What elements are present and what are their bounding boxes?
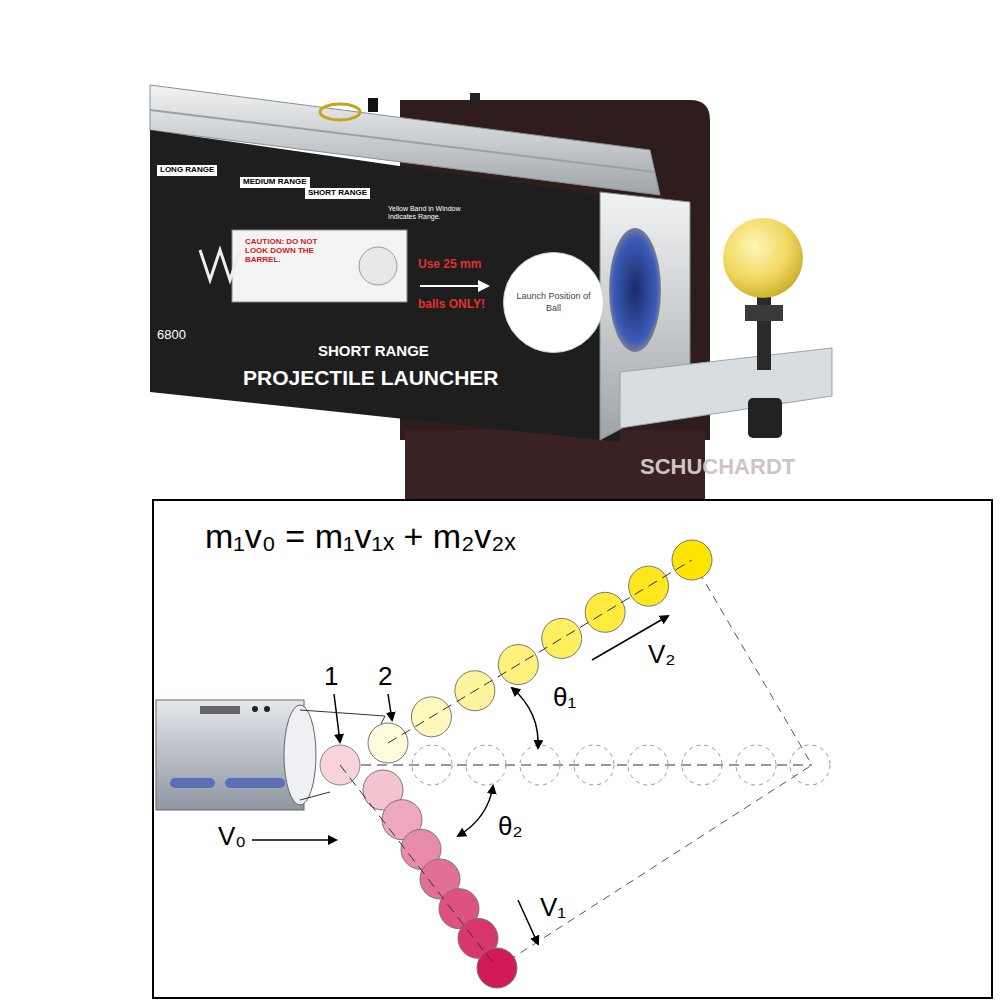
ball (574, 745, 614, 785)
ball (466, 745, 506, 785)
equation: m₁v₀ = m₁v₁ₓ + m₂v₂ₓ (205, 518, 516, 555)
barrel-window (200, 230, 407, 302)
velocity-arrow (518, 900, 538, 944)
position-sticker: Launch Position of Ball (503, 252, 604, 353)
caution-text: CAUTION: DO NOT LOOK DOWN THE BARREL. (245, 238, 325, 264)
plate-arrowhead (478, 280, 490, 292)
label-plate (150, 130, 620, 442)
model-number: 6800 (157, 328, 186, 342)
angle-arc (512, 688, 538, 748)
plate-title: SHORT RANGE (318, 343, 429, 360)
ball (412, 745, 452, 785)
angle-label: θ₂ (498, 812, 523, 841)
plate-title: PROJECTILE LAUNCHER (243, 366, 499, 389)
callout-arrow (334, 694, 340, 742)
parallelogram-line (497, 765, 812, 968)
plate-arrow (420, 285, 478, 287)
initial-path (345, 765, 812, 766)
watermark: SCHUCHARDT (640, 455, 795, 479)
callout-number: 1 (324, 662, 338, 691)
ball-1-line (340, 765, 497, 968)
ghost-balls (412, 745, 830, 785)
ball-2-line (388, 560, 692, 743)
target-holder (620, 218, 832, 438)
ball (628, 745, 668, 785)
ball-2-path (368, 540, 712, 763)
range-tab: MEDIUM RANGE (240, 177, 310, 188)
velocity-label: V₁ (540, 893, 566, 922)
ball (520, 745, 560, 785)
plate-warning: Use 25 mm (418, 258, 481, 271)
range-tab: SHORT RANGE (305, 188, 370, 199)
ball (790, 745, 830, 785)
angle-arc (458, 786, 493, 836)
launcher-barrel (156, 700, 385, 810)
ball (682, 745, 722, 785)
ball (736, 745, 776, 785)
ball (585, 592, 625, 632)
velocity-label: V₂ (648, 640, 675, 669)
range-tab: LONG RANGE (157, 165, 217, 176)
diagram-panel (153, 500, 992, 998)
plate-warning: balls ONLY! (418, 298, 485, 311)
velocity-arrow (252, 839, 336, 841)
plate-note: Yellow Band in Window Indicates Range. (388, 205, 483, 220)
callout-number: 2 (378, 662, 392, 691)
ball-1-path (363, 770, 517, 988)
velocity-label: V₀ (218, 822, 246, 851)
parallelogram-line (692, 560, 812, 765)
ball (542, 618, 582, 658)
callout-arrow (388, 694, 392, 720)
angle-label: θ₁ (553, 683, 576, 712)
sticker-text: Launch Position of Ball (504, 285, 603, 320)
